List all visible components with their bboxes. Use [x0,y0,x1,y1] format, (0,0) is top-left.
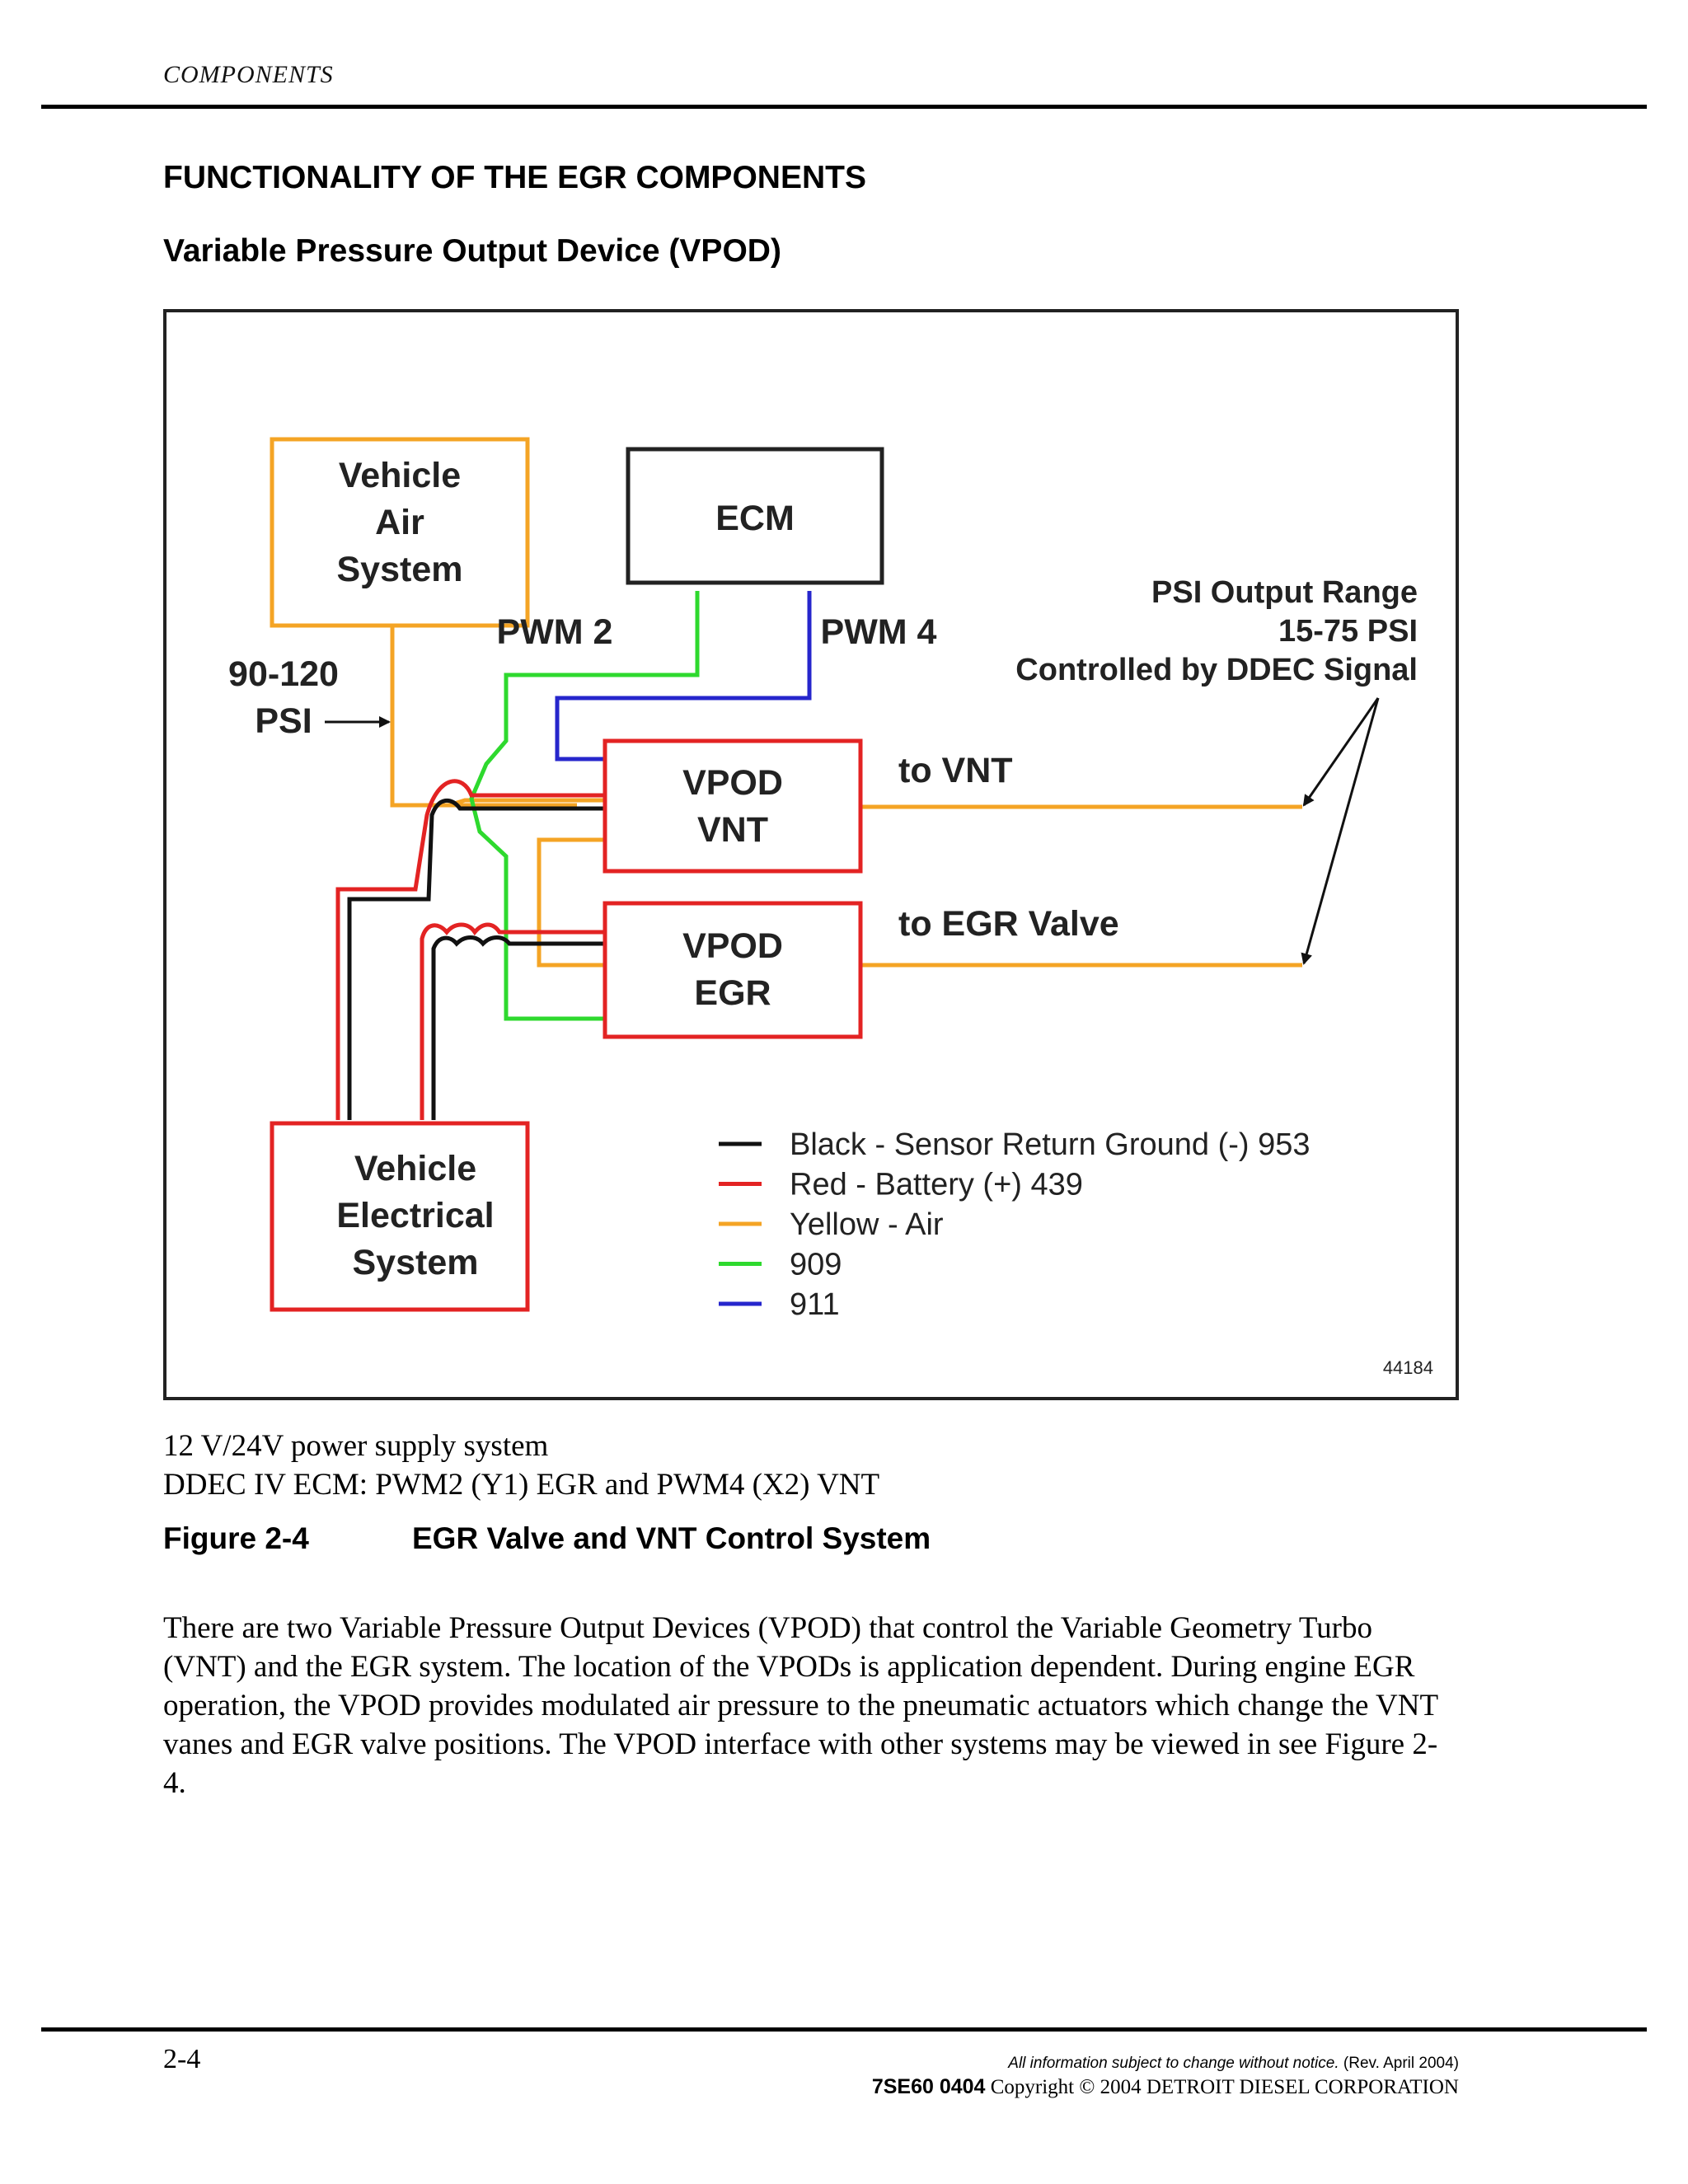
output-range-label-3: Controlled by DDEC Signal [1015,653,1418,687]
ecm-box [626,447,884,585]
figure-id: 44184 [1383,1357,1433,1378]
battery-wire-2 [420,922,605,1120]
legend-label: 909 [790,1248,842,1282]
vpod-egr-label-2: EGR [694,973,771,1013]
output-arrow-egr [1301,697,1380,965]
caption-line-1: 12 V/24V power supply system [163,1429,549,1463]
vpod-vnt-box [603,738,863,874]
ground-wire-1 [347,799,605,1120]
red-battery-wires [335,779,605,1120]
to-egr-label: to EGR Valve [898,904,1119,944]
pwm2-wire [469,591,700,1021]
ground-wire-2 [431,935,605,1120]
ecm-label: ECM [715,499,795,538]
legend-label: Yellow - Air [790,1207,944,1242]
vehicle-air-box [270,437,530,628]
psi-input-label-1: 90-120 [228,654,339,694]
figure-title: EGR Valve and VNT Control System [412,1521,931,1555]
legend-label: 911 [790,1287,840,1322]
egr-vnt-diagram: Vehicle Air System ECM VPOD VNT VPOD EGR… [163,309,1459,1400]
vehicle-electrical-box [270,1121,530,1312]
vehicle-electrical-label-3: System [353,1243,479,1282]
revision-date: (Rev. April 2004) [1343,2055,1459,2072]
to-vnt-label: to VNT [898,751,1013,790]
vpod-vnt-label-1: VPOD [682,763,783,803]
copyright-text: Copyright © 2004 DETROIT DIESEL CORPORAT… [990,2076,1459,2098]
output-arrow-vnt [1302,697,1380,807]
body-paragraph: There are two Variable Pressure Output D… [163,1611,1438,1800]
running-head: COMPONENTS [163,61,334,88]
green-909-wires [469,591,700,1021]
bottom-rule [41,2027,1647,2032]
psi-input-label-2: PSI [255,701,312,741]
air-supply-line [390,626,577,808]
legend-label: Black - Sensor Return Ground (-) 953 [790,1127,1311,1162]
change-notice: All information subject to change withou… [1008,2055,1339,2072]
legend-label: Red - Battery (+) 439 [790,1168,1083,1202]
vpod-egr-label-1: VPOD [682,926,783,966]
wire-color-legend: Black - Sensor Return Ground (-) 953Red … [719,1127,1311,1322]
subsection-title: Variable Pressure Output Device (VPOD) [163,233,781,269]
pwm4-wire [555,591,812,762]
output-range-label-2: 15-75 PSI [1278,614,1418,649]
vpod-egr-box [603,901,863,1039]
figure-caption: Figure 2-4 EGR Valve and VNT Control Syst… [163,1521,931,1556]
figure-number: Figure 2-4 [163,1521,309,1555]
diagram-canvas: Vehicle Air System ECM VPOD VNT VPOD EGR… [228,437,1433,1378]
air-supply-main [390,626,429,808]
battery-wire-1 [335,779,605,1120]
footer-notice: All information subject to change withou… [1008,2055,1459,2073]
section-title: FUNCTIONALITY OF THE EGR COMPONENTS [163,160,866,195]
vehicle-electrical-label-2: Electrical [336,1196,494,1235]
blue-911-wires [555,591,812,762]
vehicle-air-label-3: System [337,550,463,589]
footer-copyright: 7SE60 0404 Copyright © 2004 DETROIT DIES… [872,2075,1459,2099]
black-ground-wires [347,799,605,1120]
page-number: 2-4 [163,2044,201,2074]
caption-line-2: DDEC IV ECM: PWM2 (Y1) EGR and PWM4 (X2)… [163,1468,880,1502]
output-range-label-1: PSI Output Range [1151,575,1418,610]
air-to-vpod-egr [537,837,605,968]
top-rule [41,105,1647,109]
vpod-vnt-label-2: VNT [697,810,768,850]
pwm2-label: PWM 2 [497,612,613,652]
vehicle-air-label-1: Vehicle [339,456,461,495]
vehicle-air-label-2: Air [375,503,424,542]
pwm4-label: PWM 4 [821,612,937,652]
document-code: 7SE60 0404 [871,2075,986,2098]
vehicle-electrical-label-1: Vehicle [354,1149,476,1188]
